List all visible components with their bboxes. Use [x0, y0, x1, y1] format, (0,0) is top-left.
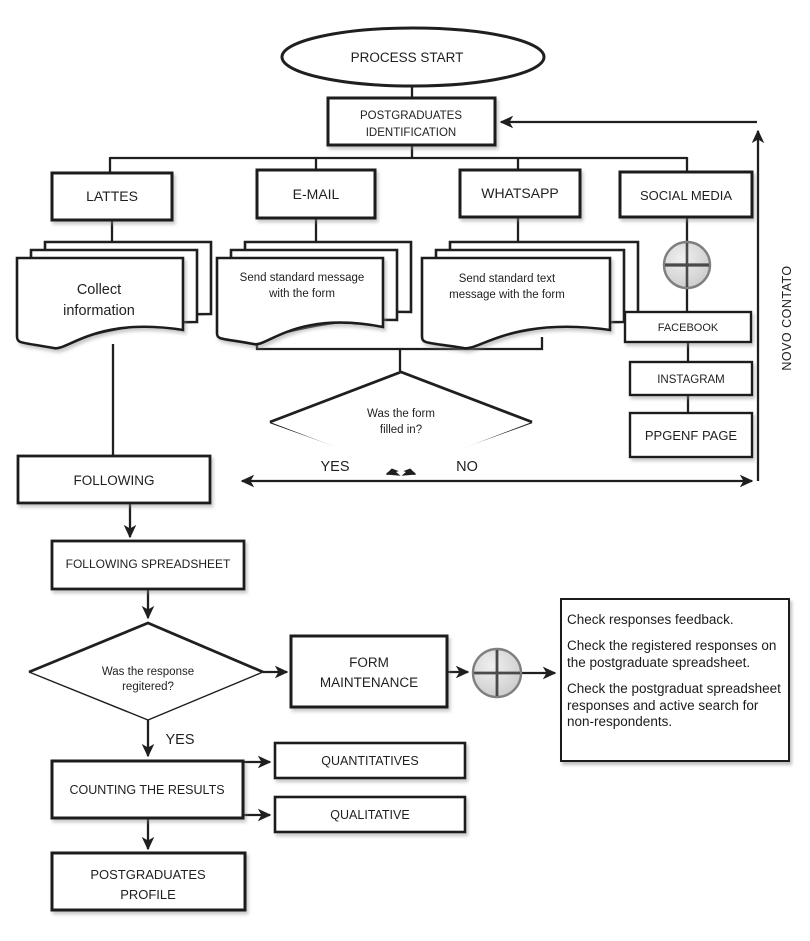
collect-doc-front [15, 256, 185, 350]
node-whatsapp: WHATSAPP [458, 168, 582, 219]
instagram-label: INSTAGRAM [657, 374, 725, 386]
node-email-message-doc [215, 240, 413, 346]
plain-connectors [108, 86, 690, 456]
collect-doc-line1: Collect [77, 282, 121, 298]
whatsapp-shape [458, 168, 582, 219]
form-maintenance-shape [289, 634, 449, 709]
counting-results-label: COUNTING THE RESULTS [69, 783, 224, 797]
check-notes-p2: Check the registered responses on the po… [567, 638, 777, 670]
email-doc-line2: with the form [268, 288, 335, 300]
decision2-line2: regitered? [122, 681, 174, 693]
node-postgraduates-identification: POSTGRADUATES IDENTIFICATION [326, 96, 497, 147]
ppgenf-label: PPGENF PAGE [645, 428, 738, 443]
decision1-yes-label: YES [320, 459, 349, 475]
node-lattes: LATTES [50, 171, 174, 222]
lattes-label: LATTES [86, 188, 138, 204]
email-doc-line1: Send standard message [240, 272, 365, 284]
form-maintenance-line2: MAINTENANCE [320, 675, 418, 690]
node-counting-results: COUNTING THE RESULTS [50, 759, 245, 820]
postgraduates-profile-line1: POSTGRADUATES [90, 867, 206, 882]
whatsapp-label: WHATSAPP [481, 185, 559, 201]
decision2-line1: Was the response [102, 666, 194, 678]
node-facebook: FACEBOOK [623, 310, 753, 344]
form-maintenance-line1: FORM [349, 655, 389, 670]
node-quantitatives: QUANTITATIVES [273, 741, 467, 780]
node-qualitative: QUALITATIVE [273, 795, 467, 834]
decision1-line1: Was the form [367, 408, 435, 420]
node-check-notes: Check responses feedback. Check the regi… [560, 598, 790, 762]
social-connector-plus-icon [662, 240, 712, 290]
process-start-shape [280, 26, 546, 88]
ppgenf-shape [628, 411, 754, 459]
following-spreadsheet-shape [50, 539, 246, 591]
node-decision-response-registered: Was the response regitered? [28, 621, 264, 721]
novo-contato-label: NOVO CONTATO [780, 265, 794, 370]
node-whatsapp-message-doc [420, 240, 640, 350]
facebook-label: FACEBOOK [658, 322, 719, 334]
postgraduates-profile-shape [50, 851, 247, 912]
node-instagram: INSTAGRAM [628, 360, 754, 397]
whatsapp-doc-line1: Send standard text [459, 273, 556, 285]
node-following-spreadsheet: FOLLOWING SPREADSHEET [50, 539, 246, 591]
email-shape [255, 168, 377, 220]
lattes-shape [50, 171, 174, 222]
check-notes-p1: Check responses feedback. [567, 612, 734, 627]
social-media-shape [618, 170, 754, 219]
decision1-top-edges [269, 370, 533, 424]
maintenance-connector-plus-icon [471, 647, 523, 699]
following-spreadsheet-label: FOLLOWING SPREADSHEET [66, 557, 231, 571]
node-decision-form-filled: Was the form filled in? [269, 370, 533, 472]
following-label: FOLLOWING [73, 473, 154, 488]
postgraduates-profile-line2: PROFILE [120, 887, 176, 902]
node-collect-information-doc [15, 240, 213, 350]
check-notes-p3: Check the postgraduat spreadsheet respon… [567, 681, 781, 730]
postgraduates-identification-line2: IDENTIFICATION [366, 127, 457, 139]
decision1-no-label: NO [456, 459, 478, 475]
decision2-top-edges [28, 621, 264, 674]
qualitative-shape [273, 795, 467, 834]
decision2-yes-label: YES [165, 732, 194, 748]
process-start-label: PROCESS START [351, 50, 464, 65]
node-postgraduates-profile: POSTGRADUATES PROFILE [50, 851, 247, 912]
postgraduates-identification-shape [326, 96, 497, 147]
facebook-shape [623, 310, 753, 344]
node-ppgenf-page: PPGENF PAGE [628, 411, 754, 459]
instagram-shape [628, 360, 754, 397]
node-form-maintenance: FORM MAINTENANCE [289, 634, 449, 709]
counting-results-shape [50, 759, 245, 820]
collect-doc-line2: information [63, 303, 135, 319]
email-doc-front [215, 256, 385, 346]
whatsapp-doc-line2: message with the form [449, 289, 565, 301]
email-label: E-MAIL [293, 186, 340, 202]
social-media-label: SOCIAL MEDIA [640, 188, 732, 203]
postgraduates-identification-line1: POSTGRADUATES [360, 110, 462, 122]
decision1-line2: filled in? [380, 424, 422, 436]
node-process-start: PROCESS START [280, 26, 546, 88]
quantitatives-label: QUANTITATIVES [321, 754, 418, 768]
decision2-bottom-edges [28, 671, 264, 721]
whatsapp-doc-front [420, 256, 612, 350]
node-email: E-MAIL [255, 168, 377, 220]
following-shape [16, 454, 212, 505]
qualitative-label: QUALITATIVE [330, 808, 409, 822]
node-following: FOLLOWING [16, 454, 212, 505]
decision1-fill [270, 372, 532, 472]
quantitatives-shape [273, 741, 467, 780]
node-social-media: SOCIAL MEDIA [618, 170, 754, 219]
